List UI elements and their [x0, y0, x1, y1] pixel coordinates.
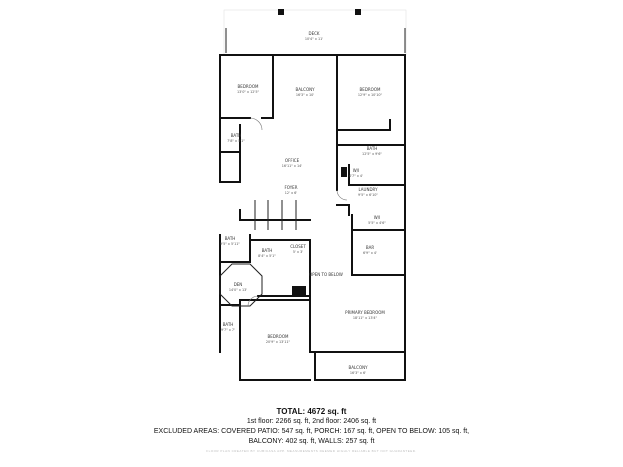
deck-post-left [278, 9, 284, 15]
octagon-room [219, 263, 263, 307]
room-dim-bath-2: 12'5" x 9'6" [362, 152, 382, 156]
room-label-office: OFFICE [285, 158, 300, 163]
room-dim-laundry: 9'5" x 6'10" [358, 193, 378, 197]
room-label-deck: DECK [308, 31, 319, 36]
room-dim-bedroom-3: 20'9" x 13'11" [266, 340, 291, 344]
room-label-open-to-below: OPEN TO BELOW [309, 272, 343, 277]
room-dim-foyer: 12' x 6' [285, 191, 298, 195]
room-label-bath-4: BATH [262, 248, 273, 253]
room-dim-primary-bedroom: 18'11" x 13'4" [353, 316, 378, 320]
room-dim-bath-5: 9'7" x 7' [221, 328, 235, 332]
door-arcs [247, 117, 348, 307]
deck-area: DECK 10'4" x 11' [223, 9, 407, 56]
room-label-bath-1: BATH [231, 133, 242, 138]
room-label-balcony: BALCONY [295, 87, 315, 92]
stairs [254, 200, 297, 230]
disclaimer: FLOOR PLAN CREATED BY CUBICASA APP. MEAS… [206, 449, 417, 453]
room-dim-bedroom-2: 12'9" x 10'10" [358, 93, 383, 97]
room-label-bath-5: BATH [223, 322, 234, 327]
room-label-wic-1: W/I [353, 168, 359, 173]
room-labels: BEDROOM 13'0" x 12'5" BALCONY 16'3" x 10… [220, 84, 386, 375]
balcony-walls-areas: BALCONY: 402 sq. ft, WALLS: 257 sq. ft [248, 438, 375, 445]
room-dim-deck: 10'4" x 11' [305, 37, 323, 41]
room-label-foyer: FOYER [285, 185, 298, 190]
room-dim-bath-4: 8'4" x 5'1" [258, 254, 276, 258]
room-label-primary-bedroom: PRIMARY BEDROOM [345, 310, 385, 315]
room-label-closet: CLOSET [290, 244, 306, 249]
room-dim-wic-1: 4'7" x 4' [349, 174, 363, 178]
excluded-areas: EXCLUDED AREAS: COVERED PATIO: 547 sq. f… [153, 428, 470, 435]
stair-block [292, 286, 306, 295]
room-dim-bath-3: 9'5" x 5'11" [220, 242, 240, 246]
room-label-bath-3: BATH [225, 236, 236, 241]
room-dim-balcony: 16'3" x 10' [296, 93, 314, 97]
room-label-bedroom-1: BEDROOM [238, 84, 259, 89]
room-label-den: DEN [234, 282, 243, 287]
room-label-wic-2: W/I [374, 215, 380, 220]
room-dim-wic-2: 5'5" x 4'6" [368, 221, 386, 225]
room-dim-closet: 5' x 3' [293, 250, 303, 254]
room-dim-balcony-2: 16'3" x 6' [350, 371, 366, 375]
floor-areas: 1st floor: 2266 sq. ft, 2nd floor: 2406 … [246, 418, 377, 425]
room-dim-bar: 6'9" x 4' [363, 251, 377, 255]
interior-walls [219, 54, 406, 353]
room-label-bedroom-3: BEDROOM [268, 334, 289, 339]
room-dim-den: 14'0" x 13' [229, 288, 247, 292]
room-dim-bedroom-1: 13'0" x 12'5" [237, 90, 260, 94]
room-label-bedroom-2: BEDROOM [360, 87, 381, 92]
room-label-laundry: LAUNDRY [358, 187, 378, 192]
room-dim-office: 16'11" x 14' [282, 164, 303, 168]
room-label-bath-2: BATH [367, 146, 378, 151]
room-label-balcony-2: BALCONY [348, 365, 368, 370]
total-area: TOTAL: 4672 sq. ft [276, 407, 347, 416]
floor-plan: DECK 10'4" x 11' [219, 9, 407, 381]
room-dim-bath-1: 7'8" x 5'1" [227, 139, 245, 143]
bath-small-block [341, 167, 347, 177]
deck-post-right [355, 9, 361, 15]
room-label-bar: BAR [366, 245, 374, 250]
